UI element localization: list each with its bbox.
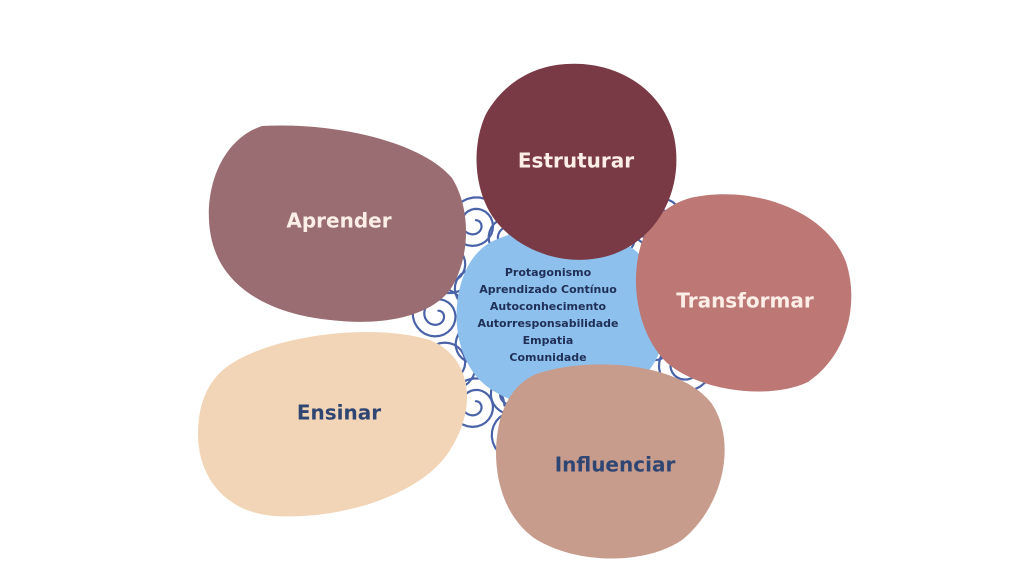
transformar-label: Transformar [676, 289, 814, 313]
center-blob [456, 228, 667, 409]
center-item-autorresponsabilidade: Autorresponsabilidade [477, 317, 618, 330]
aprender-label: Aprender [286, 209, 391, 233]
ensinar-label: Ensinar [297, 401, 381, 425]
ensinar-blob [198, 332, 467, 517]
center-item-comunidade: Comunidade [509, 351, 586, 364]
center-values-list: Protagonismo Aprendizado Contínuo Autoco… [477, 266, 618, 364]
node-estruturar: Estruturar [476, 63, 677, 260]
estruturar-label: Estruturar [518, 149, 634, 173]
estruturar-blob [476, 63, 677, 260]
center-item-autoconhecimento: Autoconhecimento [490, 300, 607, 313]
influenciar-label: Influenciar [555, 453, 676, 477]
node-ensinar: Ensinar [198, 332, 467, 517]
node-aprender: Aprender [208, 125, 467, 322]
center-item-empatia: Empatia [523, 334, 574, 347]
node-influenciar: Influenciar [496, 364, 725, 559]
center-item-aprendizado-continuo: Aprendizado Contínuo [479, 283, 617, 296]
influenciar-blob [496, 364, 725, 559]
center-item-protagonismo: Protagonismo [505, 266, 592, 279]
node-transformar: Transformar [635, 194, 852, 392]
transformar-blob [635, 194, 852, 392]
aprender-blob [208, 125, 467, 322]
